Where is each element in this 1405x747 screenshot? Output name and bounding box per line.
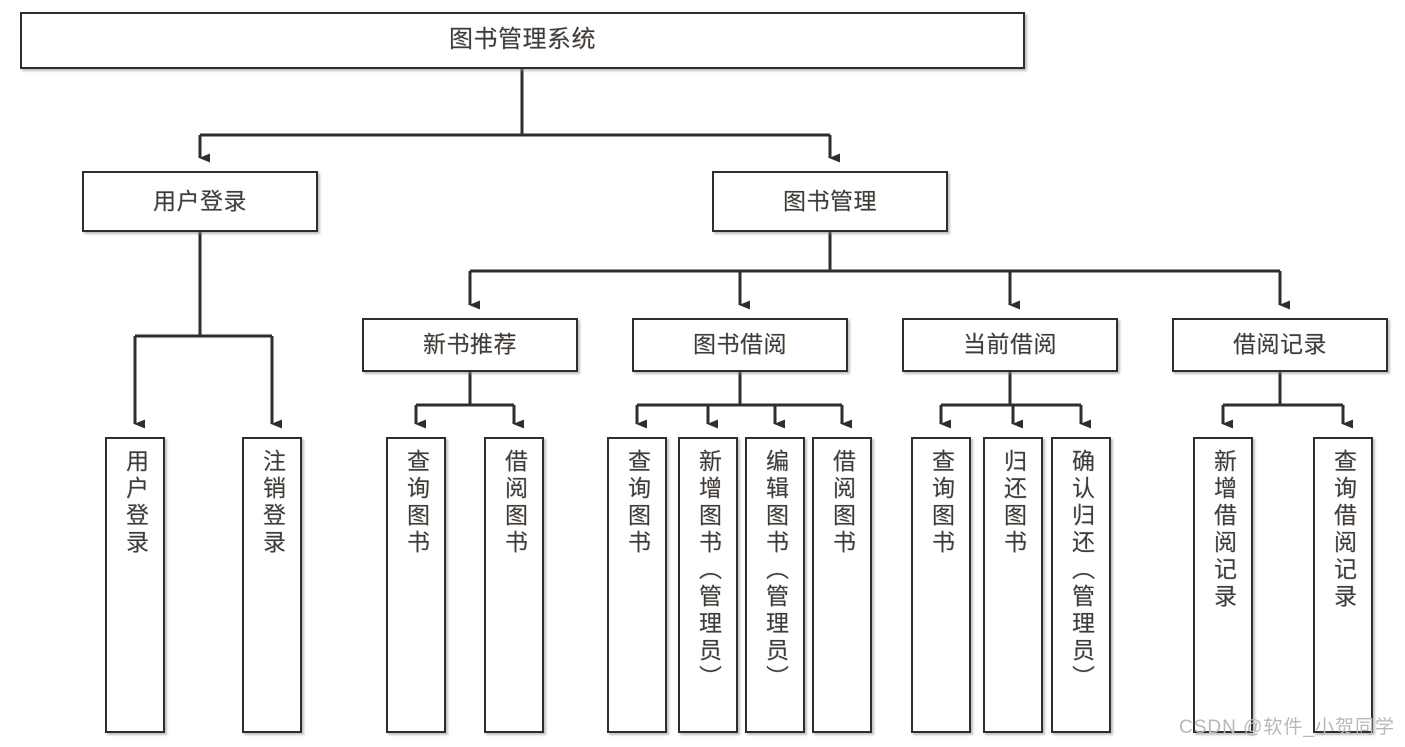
node-leaf-borrow-book-1[interactable]: 借阅图书 <box>484 437 544 733</box>
node-leaf-borrow-book-2-label: 借阅图书 <box>829 449 856 557</box>
node-leaf-add-book-label: 新增图书（管理员） <box>695 449 722 692</box>
node-leaf-confirm-return-label: 确认归还（管理员） <box>1068 449 1095 692</box>
node-leaf-user-login-label: 用户登录 <box>122 449 149 557</box>
node-leaf-query-borrow-record-label: 查询借阅记录 <box>1330 449 1357 611</box>
node-leaf-user-logout-label: 注销登录 <box>259 449 286 557</box>
node-leaf-return-book-label: 归还图书 <box>1000 449 1027 557</box>
node-leaf-edit-book-label: 编辑图书（管理员） <box>762 449 789 692</box>
node-leaf-query-borrow-record[interactable]: 查询借阅记录 <box>1313 437 1373 733</box>
node-leaf-query-book-3[interactable]: 查询图书 <box>911 437 971 733</box>
node-leaf-query-book-2-label: 查询图书 <box>624 449 651 557</box>
node-current-borrow[interactable]: 当前借阅 <box>902 318 1118 372</box>
node-book-borrow-label: 图书借阅 <box>693 331 787 358</box>
node-leaf-query-book-2[interactable]: 查询图书 <box>607 437 667 733</box>
node-user-login[interactable]: 用户登录 <box>82 171 318 232</box>
node-leaf-add-book[interactable]: 新增图书（管理员） <box>678 437 738 733</box>
node-leaf-return-book[interactable]: 归还图书 <box>983 437 1043 733</box>
node-user-login-label: 用户登录 <box>153 187 247 214</box>
watermark: CSDN @软件_小贺同学 <box>1179 717 1395 738</box>
node-root-label: 图书管理系统 <box>449 26 596 54</box>
node-leaf-add-borrow-record-label: 新增借阅记录 <box>1210 449 1237 611</box>
node-new-book-recommend-label: 新书推荐 <box>423 331 517 358</box>
node-leaf-borrow-book-1-label: 借阅图书 <box>501 449 528 557</box>
node-borrow-record[interactable]: 借阅记录 <box>1172 318 1388 372</box>
node-new-book-recommend[interactable]: 新书推荐 <box>362 318 578 372</box>
node-leaf-confirm-return[interactable]: 确认归还（管理员） <box>1051 437 1111 733</box>
node-book-manage-label: 图书管理 <box>783 187 877 214</box>
node-book-borrow[interactable]: 图书借阅 <box>632 318 848 372</box>
node-leaf-borrow-book-2[interactable]: 借阅图书 <box>812 437 872 733</box>
node-leaf-add-borrow-record[interactable]: 新增借阅记录 <box>1193 437 1253 733</box>
node-borrow-record-label: 借阅记录 <box>1233 331 1327 358</box>
node-book-manage[interactable]: 图书管理 <box>712 171 948 232</box>
node-leaf-user-logout[interactable]: 注销登录 <box>242 437 302 733</box>
node-root[interactable]: 图书管理系统 <box>20 12 1025 69</box>
node-current-borrow-label: 当前借阅 <box>963 331 1057 358</box>
node-leaf-query-book-1[interactable]: 查询图书 <box>386 437 446 733</box>
node-leaf-query-book-3-label: 查询图书 <box>928 449 955 557</box>
node-leaf-edit-book[interactable]: 编辑图书（管理员） <box>745 437 805 733</box>
node-leaf-query-book-1-label: 查询图书 <box>403 449 430 557</box>
node-leaf-user-login[interactable]: 用户登录 <box>105 437 165 733</box>
